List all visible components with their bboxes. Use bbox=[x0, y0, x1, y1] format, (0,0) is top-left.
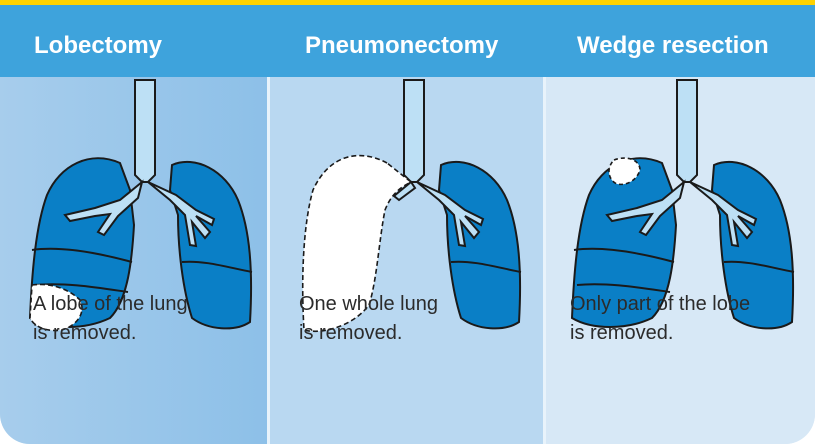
caption-pneumonectomy: One whole lung is removed. bbox=[299, 290, 529, 348]
caption-line: is removed. bbox=[33, 319, 263, 348]
caption-line: is removed. bbox=[570, 319, 800, 348]
caption-line: is removed. bbox=[299, 319, 529, 348]
caption-wedge-resection: Only part of the lobe is removed. bbox=[570, 290, 800, 348]
caption-line: Only part of the lobe bbox=[570, 290, 800, 319]
caption-line: A lobe of the lung bbox=[33, 290, 263, 319]
caption-lobectomy: A lobe of the lung is removed. bbox=[33, 290, 263, 348]
caption-line: One whole lung bbox=[299, 290, 529, 319]
